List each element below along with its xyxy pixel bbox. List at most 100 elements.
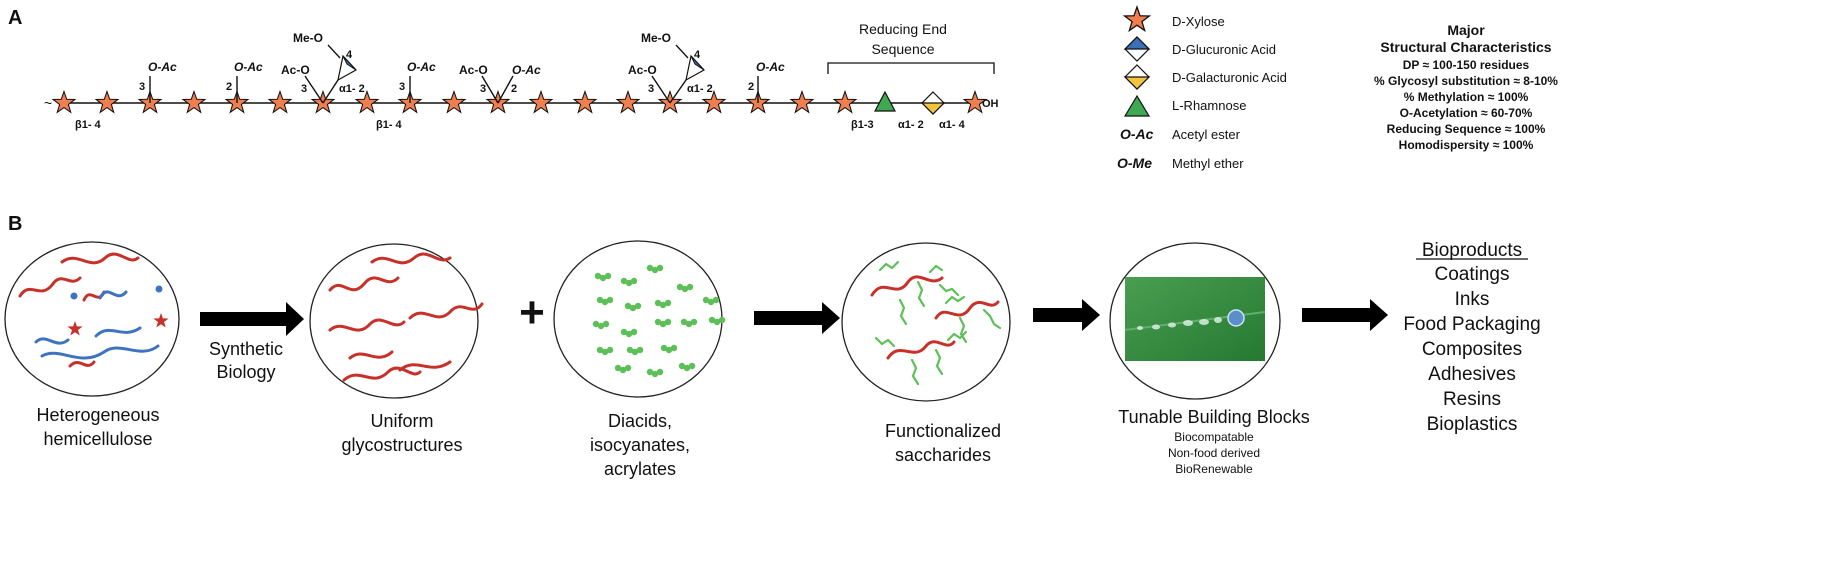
legend-rhamnose: L-Rhamnose bbox=[1172, 98, 1246, 113]
green-molecule bbox=[678, 362, 696, 372]
green-molecule bbox=[596, 296, 614, 306]
linkage-a12-2: α1- 2 bbox=[687, 83, 713, 95]
bioproduct-item: Inks bbox=[1455, 289, 1490, 310]
arrow-2 bbox=[754, 302, 840, 334]
pos-label: 3 bbox=[648, 83, 654, 95]
hetero-caption-1: Heterogeneous bbox=[36, 405, 159, 425]
uniform-circle bbox=[309, 243, 479, 399]
func-circle bbox=[841, 242, 1011, 402]
pos-label: 4 bbox=[694, 49, 701, 61]
aco-label: Ac-O bbox=[459, 63, 488, 77]
reducing-end-line2: Sequence bbox=[871, 41, 934, 57]
green-molecule bbox=[596, 346, 614, 356]
oac-label: O-Ac bbox=[148, 60, 177, 74]
uniform-contents bbox=[328, 252, 484, 382]
process-arrows bbox=[200, 299, 1388, 336]
xylose-star-icon bbox=[1123, 6, 1151, 32]
bioproduct-item: Composites bbox=[1422, 339, 1522, 360]
oac-label: O-Ac bbox=[407, 60, 436, 74]
xylose-residue bbox=[833, 90, 857, 113]
pos-label: 2 bbox=[226, 81, 232, 93]
legend-galacturonic: D-Galacturonic Acid bbox=[1172, 70, 1287, 85]
pos-label: 2 bbox=[511, 83, 517, 95]
legend-methyl: Methyl ether bbox=[1172, 156, 1244, 171]
green-molecule bbox=[702, 296, 720, 306]
linkage-labels: β1- 4 β1- 4 α1- 2 α1- 2 β1-3 α1- 2 α1- 4 bbox=[75, 83, 966, 131]
glucuronic-diamond-icon bbox=[1123, 36, 1151, 62]
xylose-residue bbox=[268, 90, 292, 113]
chain-end-oh: OH bbox=[982, 98, 999, 110]
legend: D-Xylose D-Glucuronic Acid D-Galacturoni… bbox=[1117, 6, 1287, 171]
green-molecule bbox=[624, 302, 642, 312]
uniform-caption-2: glycostructures bbox=[341, 435, 462, 455]
legend-xylose: D-Xylose bbox=[1172, 14, 1225, 29]
glucuronic-side-residue-1 bbox=[337, 54, 357, 82]
leaf-photo bbox=[1124, 277, 1266, 361]
xylose-residue bbox=[182, 90, 206, 113]
green-molecule bbox=[676, 283, 694, 293]
diacids-contents bbox=[592, 264, 726, 378]
major-item: DP ≈ 100-150 residues bbox=[1403, 58, 1530, 72]
linkage-b14-2: β1- 4 bbox=[376, 119, 403, 131]
bioproducts-title: Bioproducts bbox=[1422, 240, 1522, 261]
func-caption-2: saccharides bbox=[895, 445, 991, 465]
arrow-3 bbox=[1033, 299, 1100, 331]
major-item: Reducing Sequence ≈ 100% bbox=[1387, 122, 1546, 136]
legend-oac-symbol: O-Ac bbox=[1120, 126, 1154, 142]
pos-label: 3 bbox=[399, 81, 405, 93]
func-contents bbox=[870, 260, 1002, 386]
xylose-residue bbox=[52, 90, 76, 113]
diacids-caption-2: isocyanates, bbox=[590, 435, 690, 455]
xylose-residue bbox=[616, 90, 640, 113]
tunable-sub-2: Non-food derived bbox=[1168, 446, 1260, 460]
legend-acetyl: Acetyl ester bbox=[1172, 127, 1241, 142]
linkage-a12-3: α1- 2 bbox=[898, 119, 924, 131]
major-item: Homodispersity ≈ 100% bbox=[1399, 138, 1534, 152]
meo-label: Me-O bbox=[293, 31, 323, 45]
xylose-residue bbox=[442, 90, 466, 113]
diacids-caption-3: acrylates bbox=[604, 459, 676, 479]
substituent-labels: O-Ac 3 O-Ac 2 Me-O 4 Ac-O 3 O-Ac 3 Ac-O … bbox=[139, 31, 785, 95]
plus-sign: + bbox=[519, 288, 545, 337]
bioproduct-item: Coatings bbox=[1435, 264, 1510, 285]
legend-ome-symbol: O-Me bbox=[1117, 155, 1152, 171]
rhamnose-triangle-icon bbox=[1123, 94, 1151, 117]
bioproduct-item: Bioplastics bbox=[1427, 414, 1518, 435]
major-title1: Major bbox=[1447, 22, 1485, 38]
oac-label: O-Ac bbox=[756, 60, 785, 74]
green-molecule bbox=[594, 272, 612, 282]
substituent-branches bbox=[149, 75, 759, 104]
bioproduct-item: Resins bbox=[1443, 389, 1501, 410]
reducing-end-line1: Reducing End bbox=[859, 21, 947, 37]
linkage-b14-1: β1- 4 bbox=[75, 119, 102, 131]
bioproduct-item: Food Packaging bbox=[1403, 314, 1540, 335]
panel-b-label: B bbox=[8, 213, 22, 235]
green-molecule bbox=[614, 364, 632, 374]
bioproduct-item: Adhesives bbox=[1428, 364, 1516, 385]
tunable-sub-1: Biocompatable bbox=[1174, 430, 1254, 444]
pos-label: 3 bbox=[301, 83, 307, 95]
diacids-circle bbox=[553, 240, 723, 398]
green-molecule bbox=[620, 328, 638, 338]
green-molecule bbox=[708, 316, 726, 326]
major-item: % Glycosyl substitution ≈ 8-10% bbox=[1374, 74, 1558, 88]
arrow-1 bbox=[200, 302, 304, 336]
green-molecule bbox=[680, 318, 698, 328]
rhamnose-residue bbox=[874, 90, 896, 112]
panel-a-label: A bbox=[8, 7, 22, 29]
glucuronic-side-residue-2 bbox=[685, 54, 705, 82]
oac-label: O-Ac bbox=[234, 60, 263, 74]
xylan-chain-diagram: ~ OH bbox=[44, 21, 999, 131]
synthetic-biology-line2: Biology bbox=[216, 362, 275, 382]
xylose-residue bbox=[573, 90, 597, 113]
hetero-circle bbox=[4, 241, 180, 397]
tunable-sub-3: BioRenewable bbox=[1175, 462, 1253, 476]
arrow-4 bbox=[1302, 299, 1388, 331]
legend-glucuronic: D-Glucuronic Acid bbox=[1172, 42, 1276, 57]
linkage-a12-1: α1- 2 bbox=[339, 83, 365, 95]
hetero-contents bbox=[18, 252, 169, 368]
pos-label: 3 bbox=[139, 81, 145, 93]
bioproducts-list: Bioproducts Coatings Inks Food Packaging… bbox=[1403, 240, 1540, 435]
oac-label: O-Ac bbox=[512, 63, 541, 77]
green-molecule bbox=[592, 320, 610, 330]
